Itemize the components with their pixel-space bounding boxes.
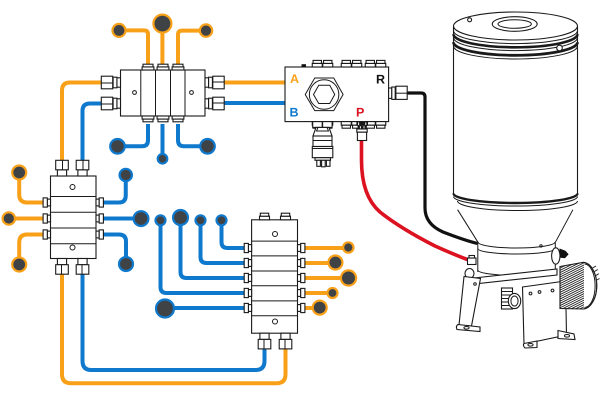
svg-text:R: R bbox=[376, 73, 385, 87]
svg-text:P: P bbox=[356, 106, 364, 120]
svg-text:B: B bbox=[290, 106, 299, 120]
svg-text:A: A bbox=[290, 72, 299, 86]
